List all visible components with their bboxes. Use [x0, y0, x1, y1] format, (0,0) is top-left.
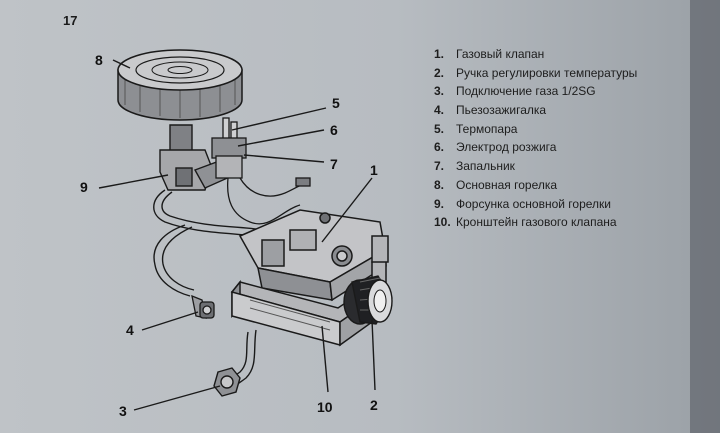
legend-text: Электрод розжига [456, 140, 557, 155]
legend-number: 8. [434, 177, 445, 192]
figure-number: 17 [63, 13, 78, 28]
callout-8: 8 [95, 52, 103, 68]
callout-9: 9 [80, 179, 88, 195]
legend-number: 7. [434, 159, 445, 174]
legend-item: 8. Основная горелка [434, 176, 637, 195]
callout-4: 4 [126, 322, 134, 338]
gas-tubes [153, 189, 263, 389]
legend-number: 10. [434, 215, 451, 230]
legend-item: 1. Газовый клапан [434, 45, 637, 64]
legend-item: 10. Кронштейн газового клапана [434, 213, 637, 232]
legend-text: Кронштейн газового клапана [456, 215, 617, 230]
legend-item: 6. Электрод розжига [434, 138, 637, 157]
legend-item: 7. Запальник [434, 157, 637, 176]
callout-5: 5 [332, 95, 340, 111]
legend-item: 9. Форсунка основной горелки [434, 195, 637, 214]
legend-text: Основная горелка [456, 177, 558, 192]
temperature-knob [343, 275, 393, 325]
callout-3: 3 [119, 403, 127, 419]
callout-10: 10 [317, 399, 333, 415]
legend-number: 9. [434, 196, 445, 211]
legend-text: Пьезозажигалка [456, 103, 547, 118]
gas-connection-nut [213, 367, 241, 397]
legend-number: 4. [434, 103, 445, 118]
legend-item: 4. Пьезозажигалка [434, 101, 637, 120]
legend-text: Запальник [456, 159, 515, 174]
parts-legend: 1. Газовый клапан 2. Ручка регулировки тем… [434, 45, 637, 232]
legend-number: 6. [434, 140, 445, 155]
legend-text: Газовый клапан [456, 47, 545, 61]
leader-lines [98, 59, 376, 411]
page-right-shadow [690, 0, 720, 433]
legend-text: Термопара [456, 121, 518, 136]
legend-number: 2. [434, 65, 445, 80]
callout-7: 7 [330, 156, 338, 172]
callout-2: 2 [370, 397, 378, 413]
legend-text: Форсунка основной горелки [456, 196, 611, 211]
callout-6: 6 [330, 122, 338, 138]
legend-text: Подключение газа 1/2SG [456, 84, 596, 99]
pilot-assembly [211, 117, 311, 225]
main-burner [117, 49, 243, 121]
legend-item: 5. Термопара [434, 120, 637, 139]
piezo-igniter [191, 294, 215, 319]
legend-number: 1. [434, 47, 445, 61]
legend-item: 2. Ручка регулировки температуры [434, 64, 637, 83]
legend-number: 3. [434, 84, 445, 99]
gas-valve [238, 209, 387, 302]
legend-text: Ручка регулировки температуры [456, 65, 638, 80]
legend-item: 3. Подключение газа 1/2SG [434, 82, 637, 101]
callout-1: 1 [370, 162, 378, 178]
legend-number: 5. [434, 121, 445, 136]
